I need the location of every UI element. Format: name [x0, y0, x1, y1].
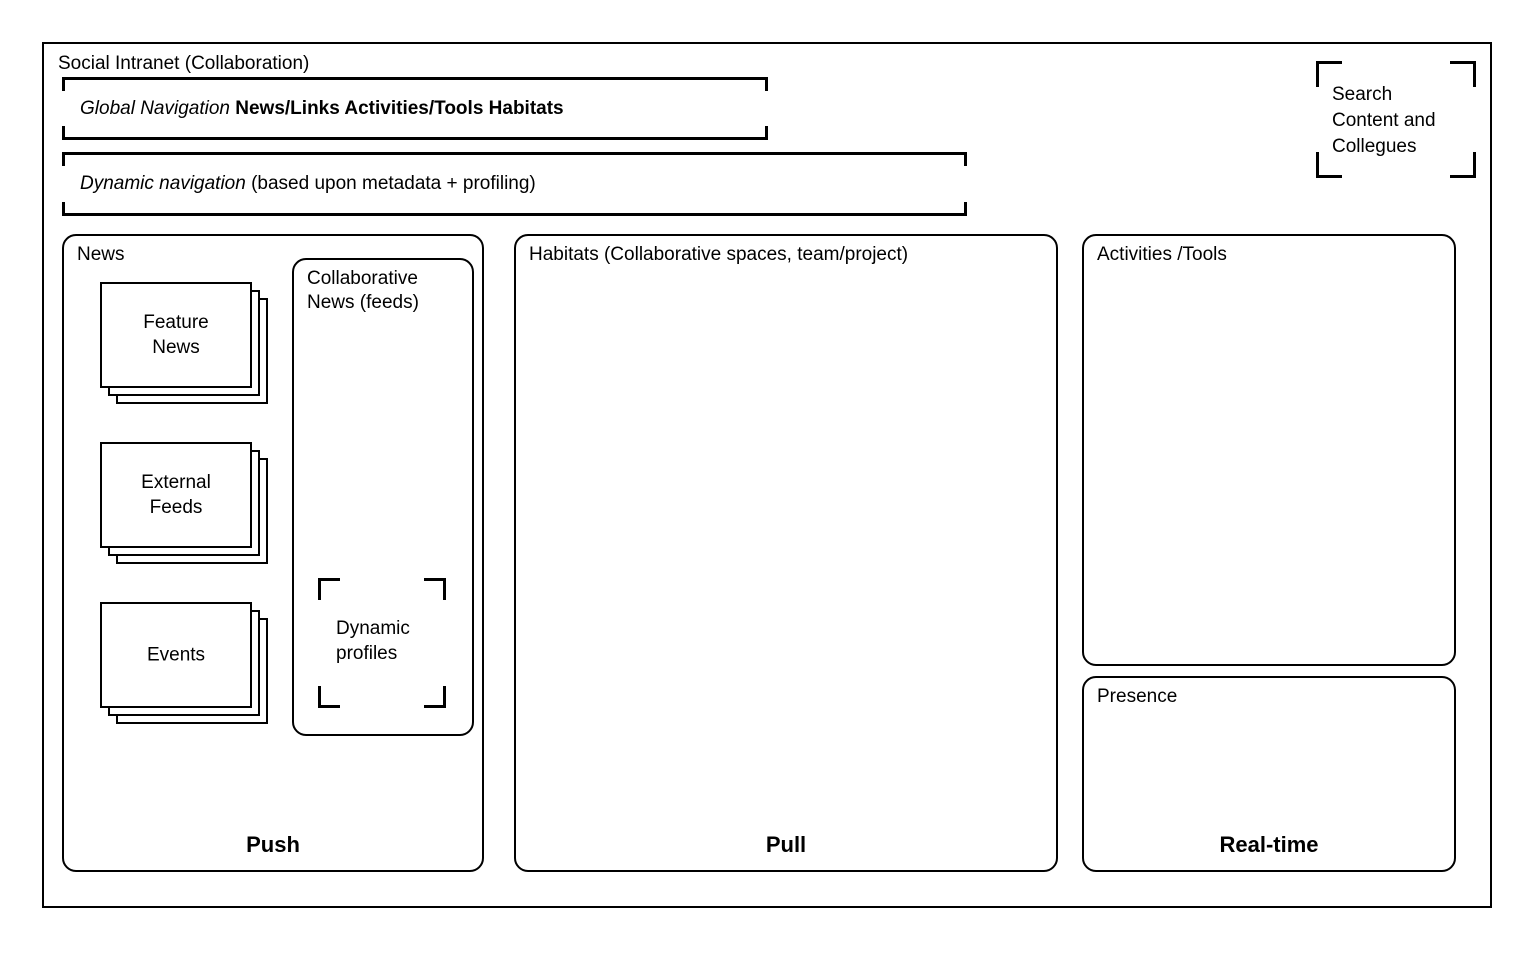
activities-tools-panel: Activities /Tools	[1082, 234, 1456, 666]
global-navigation-bar[interactable]: Global Navigation News/Links Activities/…	[62, 77, 768, 140]
bracket-corner-bottom-left	[318, 686, 340, 708]
events-card-stack[interactable]: Events	[100, 602, 268, 724]
presence-panel: Presence Real-time	[1082, 676, 1456, 872]
bracket-corner-top-right	[424, 578, 446, 600]
card-label: Feature News	[143, 312, 209, 358]
pull-column-panel: Habitats (Collaborative spaces, team/pro…	[514, 234, 1058, 872]
search-label: Search Content and Collegues	[1332, 84, 1436, 157]
bracket-corner-top-right	[1450, 61, 1476, 87]
collaborative-news-panel: Collaborative News (feeds) Dynamic profi…	[292, 258, 474, 736]
external-feeds-card-stack[interactable]: External Feeds	[100, 442, 268, 564]
bracket-corner-top-right	[953, 152, 967, 166]
feature-news-card-stack[interactable]: Feature News	[100, 282, 268, 404]
bracket-corner-top-left	[1316, 61, 1342, 87]
bracket-corner-bottom-right	[754, 126, 768, 140]
dynamic-navigation-title: Dynamic navigation	[80, 173, 246, 194]
bracket-corner-bottom-right	[1450, 152, 1476, 178]
search-box[interactable]: Search Content and Collegues	[1316, 61, 1476, 178]
card-front[interactable]: Events	[100, 602, 252, 708]
social-intranet-frame: Social Intranet (Collaboration) Global N…	[42, 42, 1492, 908]
card-label: Events	[146, 644, 206, 666]
bracket-corner-top-right	[754, 77, 768, 91]
bracket-corner-top-left	[62, 77, 768, 91]
dynamic-profiles-label: Dynamic profiles	[336, 618, 410, 664]
card-label: External Feeds	[141, 472, 211, 518]
dynamic-profiles-box[interactable]: Dynamic profiles	[318, 578, 446, 708]
activities-tools-title: Activities /Tools	[1097, 244, 1227, 265]
bracket-corner-top-left	[318, 578, 340, 600]
global-navigation-title: Global Navigation	[80, 97, 230, 119]
bracket-corner-bottom-left	[62, 202, 967, 216]
collaborative-news-title: Collaborative News (feeds)	[307, 268, 419, 313]
habitats-panel-title: Habitats (Collaborative spaces, team/pro…	[529, 244, 909, 265]
global-navigation-label: Global Navigation News/Links Activities/…	[80, 98, 564, 120]
pull-footer-label: Pull	[765, 832, 807, 857]
bracket-corner-bottom-right	[424, 686, 446, 708]
card-front[interactable]: Feature News	[100, 282, 252, 388]
dynamic-navigation-detail: (based upon metadata + profiling)	[251, 173, 536, 194]
bracket-corner-bottom-left	[62, 126, 768, 140]
page-title: Social Intranet (Collaboration)	[58, 53, 310, 74]
presence-panel-title: Presence	[1097, 686, 1178, 707]
bracket-corner-top-left	[62, 152, 967, 166]
dynamic-navigation-bar[interactable]: Dynamic navigation (based upon metadata …	[62, 152, 967, 216]
bracket-corner-bottom-left	[1316, 152, 1342, 178]
push-column-panel: News Feature News External Feeds	[62, 234, 484, 872]
global-navigation-items[interactable]: News/Links Activities/Tools Habitats	[235, 97, 564, 119]
news-panel-title: News	[77, 244, 125, 265]
realtime-footer-label: Real-time	[1219, 832, 1319, 857]
push-footer-label: Push	[246, 832, 300, 857]
bracket-corner-bottom-right	[953, 202, 967, 216]
dynamic-navigation-label: Dynamic navigation (based upon metadata …	[80, 173, 536, 195]
card-front[interactable]: External Feeds	[100, 442, 252, 548]
